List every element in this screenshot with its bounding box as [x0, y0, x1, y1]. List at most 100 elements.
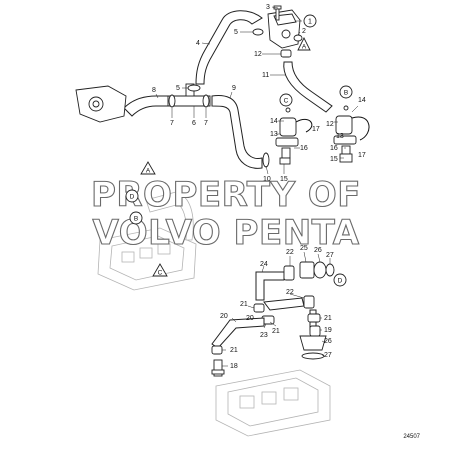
sensor-top-right: [343, 105, 349, 111]
callout-5-middle: 5: [176, 85, 180, 92]
watermark-line-2: VOLVO PENTA: [92, 213, 359, 253]
sensor-housing-right: [335, 115, 353, 135]
callout-1-circle: [303, 14, 317, 28]
fitting-22-top: [283, 265, 295, 281]
fitting-19: [309, 325, 321, 337]
leader-lines: [155, 6, 359, 367]
marker-circle-b-top: [339, 85, 353, 99]
callout-1: 1: [308, 19, 312, 26]
marker-c-left-label: C: [158, 270, 163, 277]
callout-21-right: 21: [324, 315, 332, 322]
callout-21-a: 21: [240, 301, 248, 308]
callout-13-right: 13: [336, 133, 344, 140]
marker-b-top-label: B: [344, 90, 348, 97]
marker-triangle-c-left: [152, 263, 168, 277]
connector-25: [299, 261, 315, 279]
callout-27-top: 27: [326, 252, 334, 259]
screw-3: [275, 7, 280, 21]
engine-outline-left: [97, 191, 197, 291]
tee-6: [167, 95, 211, 107]
marker-d-left-label: D: [130, 194, 135, 201]
engine-outline-bottom: [215, 369, 331, 437]
marker-b-left-label: B: [134, 216, 138, 223]
callout-12-right: 12: [326, 121, 334, 128]
callout-2: 2: [302, 28, 306, 35]
valve-port: [281, 29, 291, 39]
o-ring-27-bottom: [301, 352, 325, 360]
marker-circle-b-left: [129, 211, 143, 225]
bottom-pipe-assembly: [211, 261, 335, 377]
callout-6: 6: [192, 120, 196, 127]
callout-21-b: 21: [272, 328, 280, 335]
sensor-top-left: [285, 107, 291, 113]
callout-4: 4: [196, 40, 200, 47]
hose-4: [195, 10, 263, 85]
wire-17-right: [351, 116, 370, 141]
marker-circle-d-right: [333, 273, 347, 287]
pipe-22-middle: [263, 297, 305, 311]
sensor-stem-left: [281, 147, 291, 159]
wire-17-left: [295, 118, 313, 133]
callout-20-left: 20: [220, 313, 228, 320]
callout-3: 3: [266, 4, 270, 11]
callout-21-left: 21: [230, 347, 238, 354]
pipe-20: [211, 317, 265, 349]
pump-port-inner: [92, 100, 100, 108]
clamp-5-middle: [187, 84, 201, 92]
fitting-21-a: [253, 303, 265, 313]
drawing-reference-number: 24507: [403, 434, 420, 440]
fitting-21-left: [211, 345, 223, 355]
seal-26-bottom: [299, 335, 327, 351]
marker-triangle-a-left: [140, 161, 156, 175]
callout-20-mid: 20: [246, 315, 254, 322]
callout-25: 25: [300, 245, 308, 252]
callout-12-top: 12: [254, 51, 262, 58]
nipple-12-top: [280, 49, 292, 58]
seal-26-top: [313, 261, 327, 279]
marker-circle-d-left: [125, 189, 139, 203]
callout-18: 18: [230, 363, 238, 370]
callout-26-bottom: 26: [324, 338, 332, 345]
callout-19: 19: [324, 327, 332, 334]
clamp-7-right: [202, 94, 210, 108]
hose-18: [213, 359, 223, 377]
marker-triangle-a-top: [297, 36, 311, 51]
callout-16-right: 16: [330, 145, 338, 152]
marker-c-top-label: C: [284, 98, 289, 105]
callout-22-middle: 22: [286, 289, 294, 296]
callout-17-right: 17: [358, 152, 366, 159]
o-ring-2: [293, 34, 303, 42]
marker-d-right-label: D: [338, 278, 343, 285]
valve-housing-top: [273, 13, 297, 26]
callout-22-top: 22: [286, 249, 294, 256]
callout-26-top: 26: [314, 247, 322, 254]
clamp-7-left: [168, 94, 176, 108]
hose-11: [283, 61, 333, 113]
callout-14-right: 14: [358, 97, 366, 104]
reference-markers: A B C A D B C D: [125, 36, 353, 287]
callout-8: 8: [152, 87, 156, 94]
marker-circle-c-top: [279, 93, 293, 107]
callout-13-left: 13: [270, 131, 278, 138]
callout-15-left: 15: [280, 176, 288, 183]
marker-a-left-label: A: [146, 168, 151, 175]
top-hose-assembly: [75, 5, 370, 169]
hose-8: [123, 95, 173, 117]
callout-10: 10: [263, 176, 271, 183]
callout-17-left: 17: [312, 126, 320, 133]
callout-27-bottom: 27: [324, 352, 332, 359]
callout-9: 9: [232, 85, 236, 92]
sensor-body-left: [275, 137, 299, 147]
callout-7-left: 7: [170, 120, 174, 127]
callout-14-left: 14: [270, 118, 278, 125]
fitting-21-right: [307, 313, 321, 323]
marker-a-top-label: A: [302, 44, 307, 51]
clamp-5-top: [252, 28, 264, 36]
callout-24: 24: [260, 261, 268, 268]
callout-15-right: 15: [330, 156, 338, 163]
sensor-stem-right: [341, 145, 351, 155]
sensor-15-left: [279, 157, 291, 165]
callout-23: 23: [260, 332, 268, 339]
hose-9: [211, 95, 263, 169]
